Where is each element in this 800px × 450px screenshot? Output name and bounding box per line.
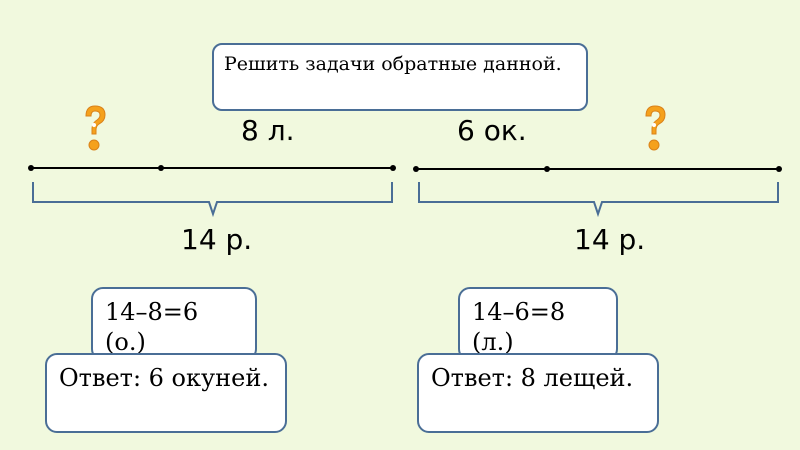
left-calculation-card: 14–8=6 (о.) [91,287,257,361]
callout-text: Решить задачи обратные данной. [224,53,562,75]
right-segment-label: 6 ок. [457,114,527,147]
left-total-brace [32,182,393,218]
right-total-brace [418,182,779,218]
right-calculation-card: 14–6=8 (л.) [458,287,618,361]
right-calculation-text: 14–6=8 (л.) [472,298,566,356]
right-segment-mid-dot [544,166,550,172]
right-answer-card: Ответ: 8 лещей. [417,353,659,433]
left-segment-mid-dot [158,165,164,171]
question-mark-icon [645,105,666,151]
left-segment-label: 8 л. [241,114,295,147]
left-answer-card: Ответ: 6 окуней. [45,353,287,433]
right-total-label: 14 р. [574,223,646,256]
left-segment-start-dot [28,165,34,171]
left-segment-end-dot [390,165,396,171]
left-answer-text: Ответ: 6 окуней. [59,364,269,392]
right-segment-start-dot [413,166,419,172]
task-callout: Решить задачи обратные данной. [212,43,588,111]
left-total-label: 14 р. [181,223,253,256]
question-mark-icon [85,105,106,151]
left-calculation-text: 14–8=6 (о.) [105,298,199,356]
right-segment-end-dot [776,166,782,172]
right-answer-text: Ответ: 8 лещей. [431,364,634,392]
